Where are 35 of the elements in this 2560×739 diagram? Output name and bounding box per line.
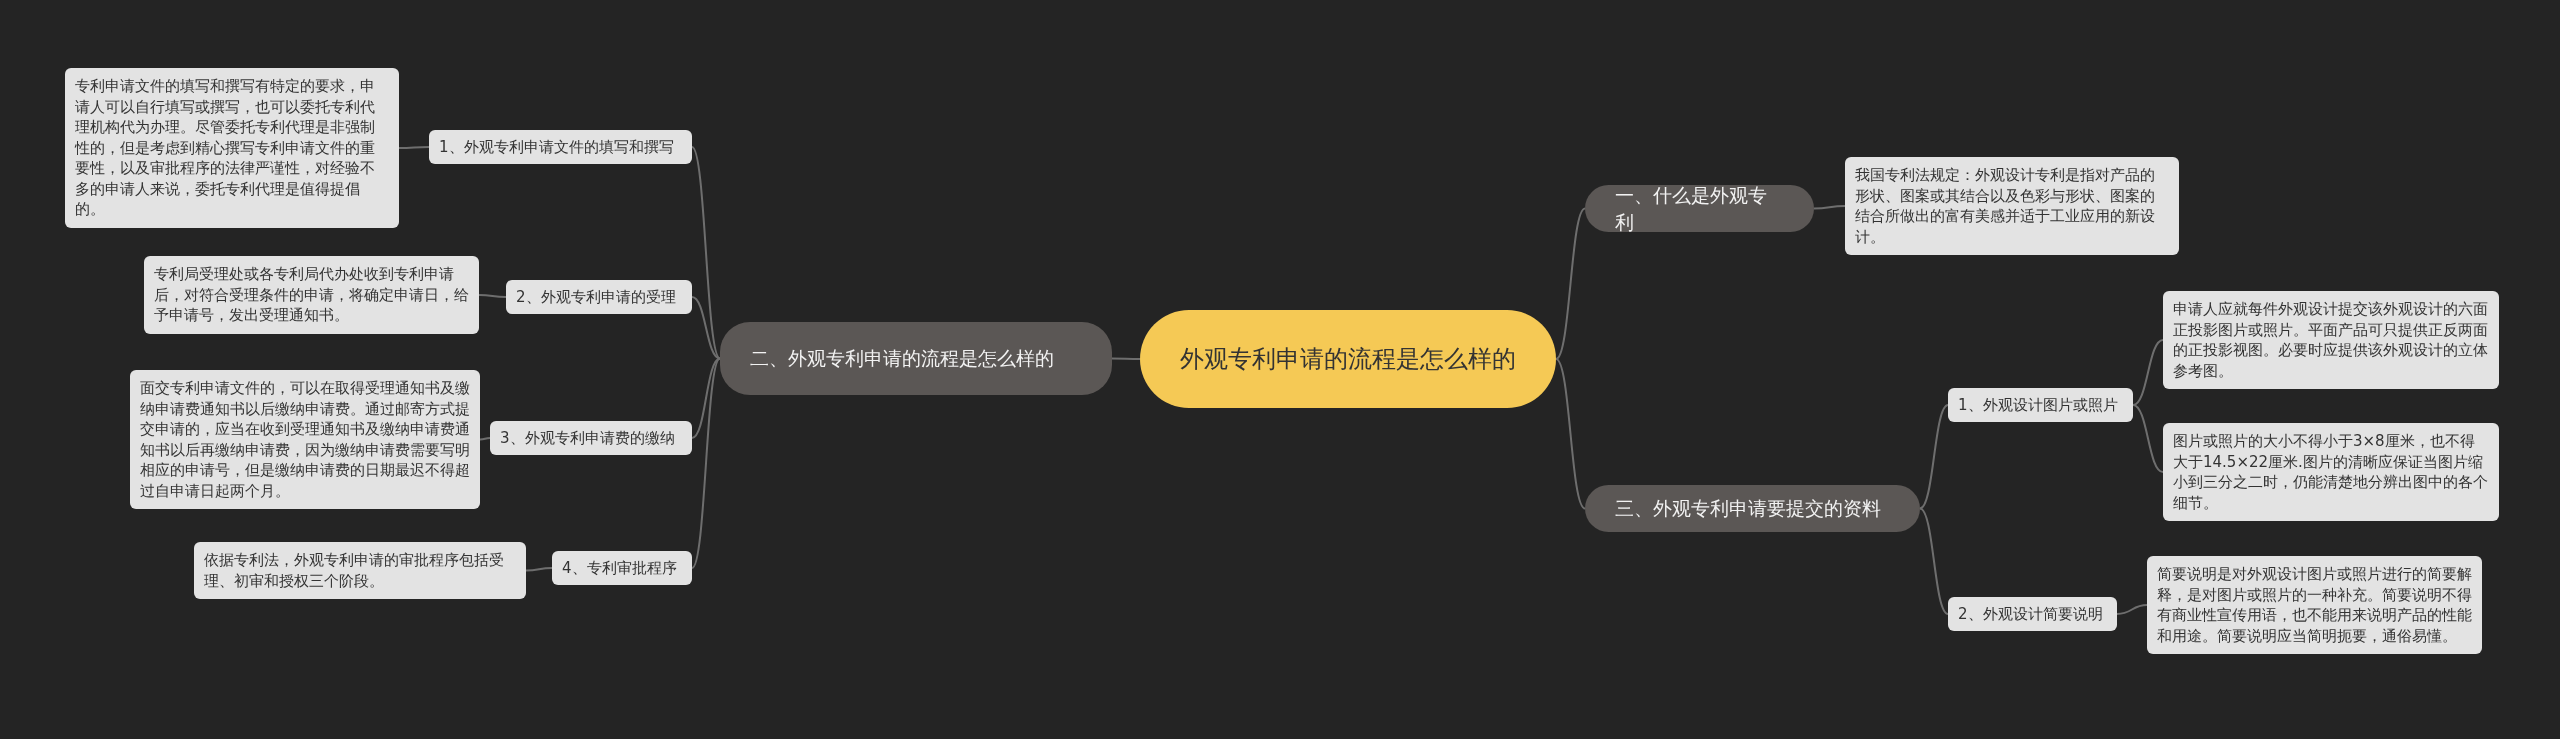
subtopic-box: 1、外观设计图片或照片 <box>1948 388 2133 422</box>
connector-line <box>398 146 430 149</box>
note-box: 我国专利法规定：外观设计专利是指对产品的形状、图案或其结合以及色彩与形状、图案的结合所做出的富有美感并适于工业应用的新设计。 <box>1845 157 2179 255</box>
connector-line <box>525 567 553 572</box>
branch-topic: 一、什么是外观专利 <box>1585 185 1814 232</box>
connector-line <box>2132 339 2164 406</box>
connector-line <box>1919 507 1949 615</box>
connector-line <box>2132 404 2164 473</box>
connector-line <box>479 437 491 441</box>
subtopic-box: 2、外观专利申请的受理 <box>506 280 692 314</box>
connector-line <box>1919 404 1949 510</box>
note-box: 依据专利法，外观专利申请的审批程序包括受理、初审和授权三个阶段。 <box>194 542 526 599</box>
branch-topic: 三、外观专利申请要提交的资料 <box>1585 485 1920 532</box>
note-box: 专利申请文件的填写和撰写有特定的要求，申请人可以自行填写或撰写，也可以委托专利代理机构代为办理。尽管委托专利代理是非强制性的，但是考虑到精心撰写专利申请文件的重要性，以及审批程序的法律严谨性，对经验不多的申请人来说，委托专利代理是值得提倡的。 <box>65 68 399 228</box>
central-topic: 外观专利申请的流程是怎么样的 <box>1140 310 1556 408</box>
note-box: 专利局受理处或各专利局代办处收到专利申请后，对符合受理条件的申请，将确定申请日，给予申请号，发出受理通知书。 <box>144 256 479 334</box>
connector-line <box>691 146 721 360</box>
note-box: 图片或照片的大小不得小于3×8厘米，也不得大于14.5×22厘米.图片的清晰应保证当图片缩小到三分之二时，仍能清楚地分辨出图中的各个细节。 <box>2163 423 2499 521</box>
subtopic-box: 3、外观专利申请费的缴纳 <box>490 421 692 455</box>
subtopic-box: 4、专利审批程序 <box>552 551 692 585</box>
note-box: 申请人应就每件外观设计提交该外观设计的六面正投影图片或照片。平面产品可只提供正反两面的正投影视图。必要时应提供该外观设计的立体参考图。 <box>2163 291 2499 389</box>
connector-line <box>1555 358 1586 510</box>
connector-line <box>691 357 721 439</box>
subtopic-box: 2、外观设计简要说明 <box>1948 597 2117 631</box>
note-box: 面交专利申请文件的，可以在取得受理通知书及缴纳申请费通知书以后缴纳申请费。通过邮寄方式提交申请的，应当在收到受理通知书及缴纳申请费通知书以后再缴纳申请费，因为缴纳申请费需要写明相应的申请号，但是缴纳申请费的日期最迟不得超过自申请日起两个月。 <box>130 370 480 509</box>
connector-line <box>691 357 721 569</box>
subtopic-box: 1、外观专利申请文件的填写和撰写 <box>429 130 692 164</box>
branch-topic: 二、外观专利申请的流程是怎么样的 <box>720 322 1112 395</box>
connector-line <box>1813 205 1846 210</box>
connector-line <box>1555 207 1586 360</box>
connector-line <box>478 294 507 298</box>
note-box: 简要说明是对外观设计图片或照片进行的简要解释，是对图片或照片的一种补充。简要说明不得有商业性宣传用语，也不能用来说明产品的性能和用途。简要说明应当简明扼要，通俗易懂。 <box>2147 556 2482 654</box>
connector-line <box>1111 357 1141 360</box>
connector-line <box>2116 604 2148 615</box>
connector-line <box>691 296 721 360</box>
